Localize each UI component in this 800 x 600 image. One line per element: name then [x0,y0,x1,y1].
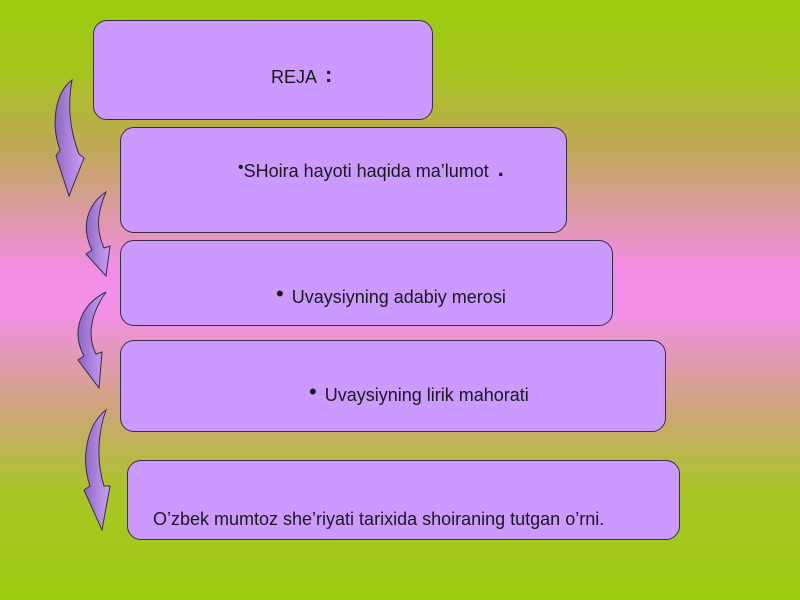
plan-item-2-box [120,240,613,326]
plan-item-4-label: O’zbek mumtoz she’riyati tarixida shoira… [153,509,605,529]
plan-item-4-text: O’zbek mumtoz she’riyati tarixida shoira… [153,509,604,530]
plan-item-1-period: . [497,156,504,181]
bullet-1: • [238,159,244,176]
plan-item-1-label: SHoira hayoti haqida ma’lumot [243,161,489,181]
title-box [93,20,433,120]
bullet-3: • [309,379,317,404]
plan-item-3-text: • Uvaysiyning lirik mahorati [309,379,529,406]
curved-down-arrow-icon [77,291,107,390]
plan-item-1-text: •SHoira hayoti haqida ma’lumot . [238,156,504,182]
plan-item-2-text: • Uvaysiyning adabiy merosi [276,281,506,308]
curved-down-arrow-icon [85,190,111,278]
title-text: REJA : [271,62,332,88]
plan-item-3-label: Uvaysiyning lirik mahorati [324,385,529,405]
bullet-2: • [276,281,284,306]
plan-item-1-box [120,127,567,233]
plan-item-2-label: Uvaysiyning adabiy merosi [291,287,506,307]
curved-down-arrow-icon [83,408,111,532]
curved-down-arrow-icon [54,78,85,198]
title-label: REJA [271,67,317,87]
plan-item-3-box [120,340,666,432]
title-colon: : [325,62,333,87]
plan-item-4-box [127,460,680,540]
